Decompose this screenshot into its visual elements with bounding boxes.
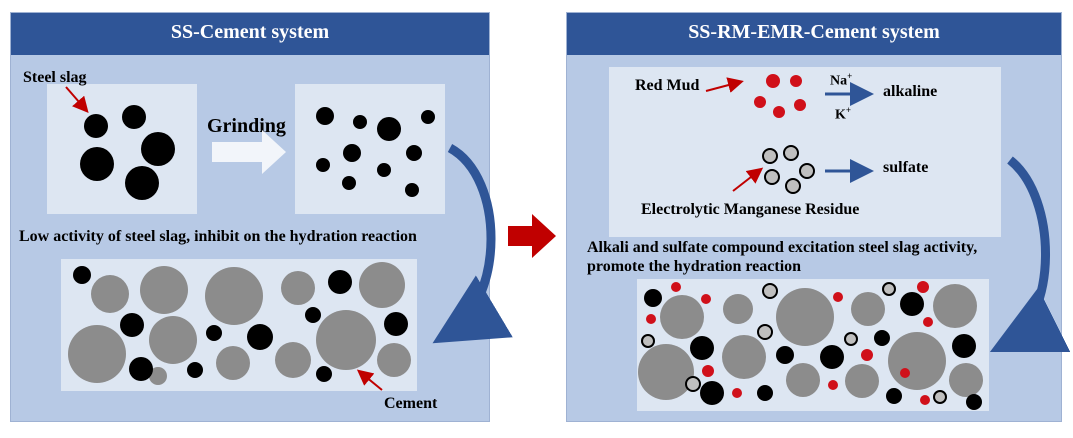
cement-label: Cement xyxy=(384,395,438,412)
transition-arrow xyxy=(508,214,556,258)
slag-particles xyxy=(73,266,408,382)
na-label: Na+ xyxy=(830,71,852,90)
grinding-arrow xyxy=(212,130,286,174)
na-plus: + xyxy=(847,71,853,81)
na-text: Na xyxy=(830,73,848,89)
alkaline-label: alkaline xyxy=(883,83,938,100)
left-panel-title: SS-Cement system xyxy=(11,13,489,55)
k-label: K+ xyxy=(835,105,851,124)
k-plus: + xyxy=(845,105,852,115)
right-caption-line-2: promote the hydration reaction xyxy=(587,258,802,275)
red-mud-particles xyxy=(754,74,806,118)
ss-cement-mix-particles xyxy=(68,262,411,385)
left-caption: Low activity of steel slag, inhibit on t… xyxy=(19,228,417,245)
cement-particles xyxy=(68,262,411,385)
mix-red-mud-particles xyxy=(646,281,933,405)
ss-rm-emr-cement-mix-particles xyxy=(638,281,983,410)
steel-slag-label: Steel slag xyxy=(23,69,87,86)
right-caption-line-1: Alkali and sulfate compound excitation s… xyxy=(587,239,978,256)
emr-label: Electrolytic Manganese Residue xyxy=(641,201,860,218)
grinding-label: Grinding xyxy=(207,115,286,137)
right-curved-arrow xyxy=(989,156,1071,353)
mix-emr-particles xyxy=(641,282,947,404)
coarse-steel-slag-particles xyxy=(80,105,175,200)
steel-slag-pointer-arrow xyxy=(65,86,89,114)
additives-box xyxy=(609,67,1001,237)
cement-pointer-arrow xyxy=(356,369,383,391)
mix-slag-particles xyxy=(644,289,982,410)
emr-particles xyxy=(762,145,815,194)
red-mud-label: Red Mud xyxy=(635,77,700,94)
right-panel-title: SS-RM-EMR-Cement system xyxy=(567,13,1061,55)
sulfate-label: sulfate xyxy=(883,159,929,176)
ground-steel-slag-particles xyxy=(316,107,435,197)
emr-pointer-arrow xyxy=(732,167,764,192)
k-text: K xyxy=(835,107,846,123)
red-mud-pointer-arrow xyxy=(705,77,744,93)
left-curved-arrow xyxy=(432,144,513,344)
